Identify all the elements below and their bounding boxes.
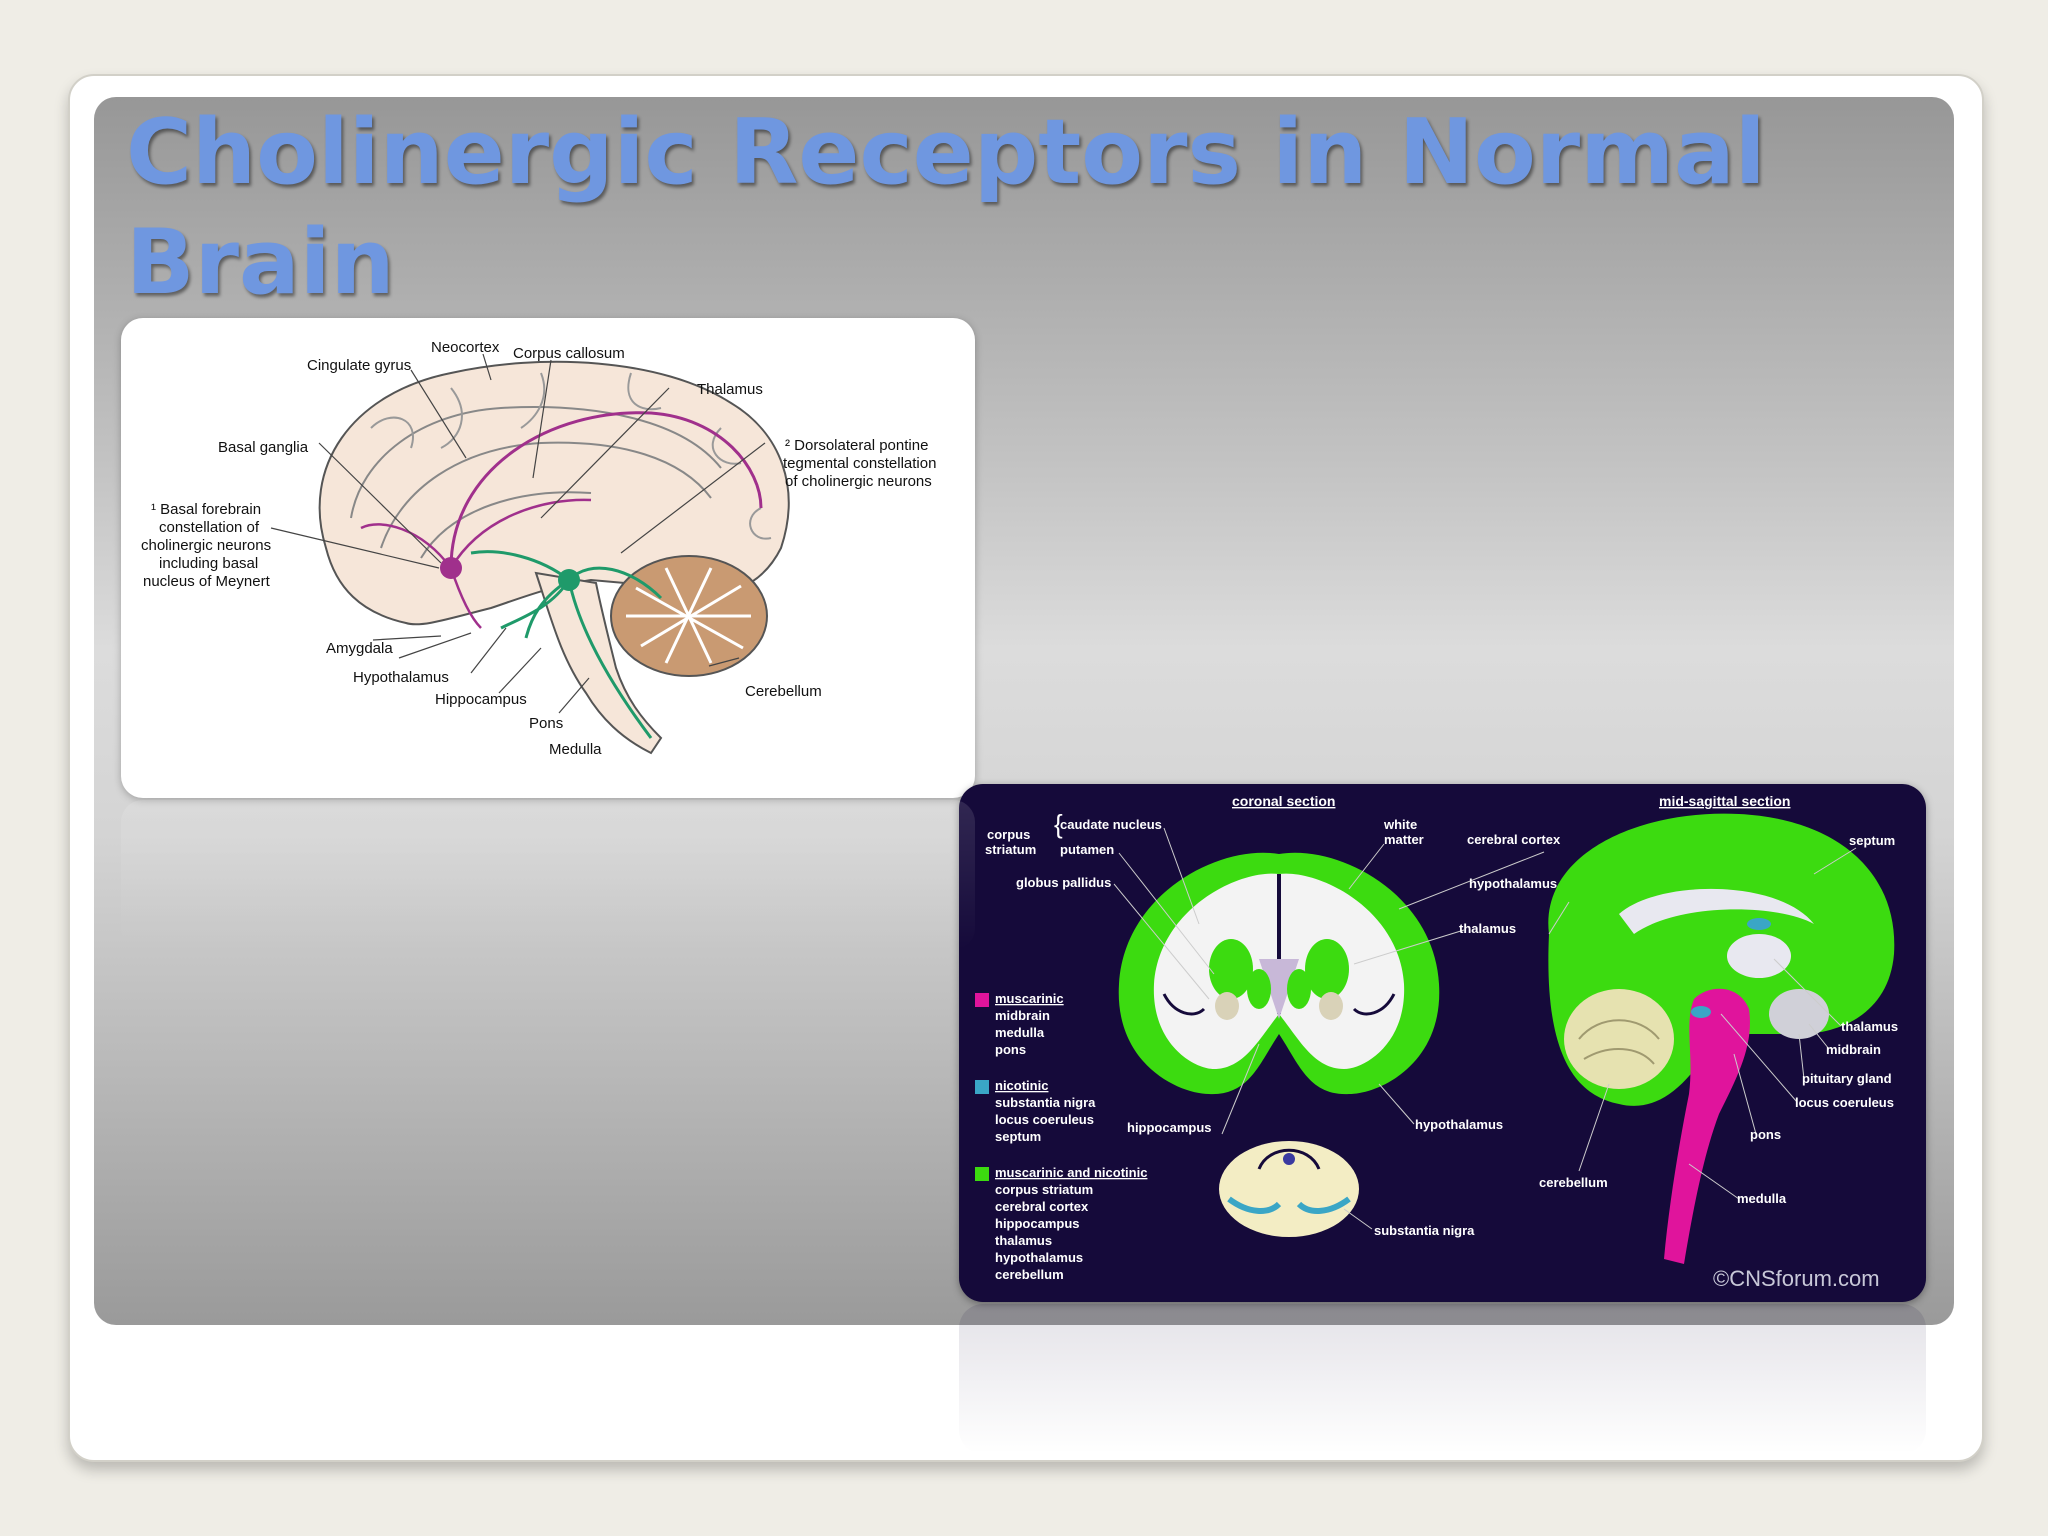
label-amygdala: Amygdala bbox=[326, 640, 393, 657]
label-hypothalamus-bottom: hypothalamus bbox=[1415, 1117, 1503, 1132]
legend-item: corpus striatum bbox=[995, 1182, 1093, 1197]
legend-item: thalamus bbox=[995, 1233, 1052, 1248]
heading-coronal: coronal section bbox=[1232, 793, 1335, 809]
label-pons: Pons bbox=[529, 715, 563, 732]
brain-pathway-diagram: Neocortex Corpus callosum Cingulate gyru… bbox=[121, 318, 975, 798]
label-corpus: corpus bbox=[987, 827, 1030, 842]
label-cerebellum-sagittal: cerebellum bbox=[1539, 1175, 1608, 1190]
legend-item: septum bbox=[995, 1129, 1041, 1144]
coronal-section-illustration bbox=[1118, 852, 1440, 1237]
label-corpus-callosum: Corpus callosum bbox=[513, 345, 625, 362]
label-medulla: Medulla bbox=[549, 741, 602, 758]
label-substantia-nigra: substantia nigra bbox=[1374, 1223, 1475, 1238]
label-cingulate-gyrus: Cingulate gyrus bbox=[307, 357, 411, 374]
sagittal-section-illustration bbox=[1548, 813, 1895, 1264]
pontine-nucleus bbox=[558, 569, 580, 591]
legend-item: midbrain bbox=[995, 1008, 1050, 1023]
label-pituitary: pituitary gland bbox=[1802, 1071, 1892, 1086]
receptor-distribution-diagram: coronal section mid-sagittal section bbox=[959, 784, 1926, 1302]
basal-forebrain-nucleus bbox=[440, 557, 462, 579]
label-thalamus-coronal: thalamus bbox=[1459, 921, 1516, 936]
label-basal-forebrain-5: nucleus of Meynert bbox=[143, 573, 271, 590]
legend-title-both: muscarinic and nicotinic bbox=[995, 1165, 1147, 1180]
label-neocortex: Neocortex bbox=[431, 339, 500, 356]
label-white-matter-1: white bbox=[1383, 817, 1417, 832]
legend-title-muscarinic: muscarinic bbox=[995, 991, 1064, 1006]
legend-swatch-nicotinic bbox=[975, 1080, 989, 1094]
legend-item: hypothalamus bbox=[995, 1250, 1083, 1265]
brace-icon: { bbox=[1054, 809, 1063, 839]
heading-sagittal: mid-sagittal section bbox=[1659, 793, 1790, 809]
label-putamen: putamen bbox=[1060, 842, 1114, 857]
label-dorsolateral-3: of cholinergic neurons bbox=[785, 473, 932, 490]
legend-item: cerebellum bbox=[995, 1267, 1064, 1282]
label-striatum: striatum bbox=[985, 842, 1036, 857]
label-hippocampus: hippocampus bbox=[1127, 1120, 1212, 1135]
credit-text: ©CNSforum.com bbox=[1713, 1266, 1880, 1291]
label-basal-forebrain-4: including basal bbox=[159, 555, 258, 572]
label-thalamus-sagittal: thalamus bbox=[1841, 1019, 1898, 1034]
label-hypothalamus: Hypothalamus bbox=[353, 669, 449, 686]
legend-item: pons bbox=[995, 1042, 1026, 1057]
label-locus: locus coeruleus bbox=[1795, 1095, 1894, 1110]
legend: muscarinic midbrain medulla pons nicotin… bbox=[975, 991, 1147, 1282]
label-cerebral-cortex: cerebral cortex bbox=[1467, 832, 1561, 847]
label-thalamus: Thalamus bbox=[697, 381, 763, 398]
label-hippocampus: Hippocampus bbox=[435, 691, 527, 708]
label-basal-forebrain-1: ¹ Basal forebrain bbox=[151, 501, 261, 518]
label-white-matter-2: matter bbox=[1384, 832, 1424, 847]
label-globus-pallidus: globus pallidus bbox=[1016, 875, 1111, 890]
label-cerebellum: Cerebellum bbox=[745, 683, 822, 700]
label-dorsolateral-1: ² Dorsolateral pontine bbox=[785, 437, 928, 454]
label-dorsolateral-2: tegmental constellation bbox=[783, 455, 936, 472]
label-midbrain: midbrain bbox=[1826, 1042, 1881, 1057]
slide-title: Cholinergic Receptors in Normal Brain bbox=[126, 100, 1766, 315]
label-basal-ganglia: Basal ganglia bbox=[218, 439, 309, 456]
label-basal-forebrain-2: constellation of bbox=[159, 519, 260, 536]
label-septum: septum bbox=[1849, 833, 1895, 848]
label-caudate: caudate nucleus bbox=[1060, 817, 1162, 832]
label-pons-sagittal: pons bbox=[1750, 1127, 1781, 1142]
label-hypothalamus-top: hypothalamus bbox=[1469, 876, 1557, 891]
legend-item: medulla bbox=[995, 1025, 1045, 1040]
legend-item: cerebral cortex bbox=[995, 1199, 1089, 1214]
label-basal-forebrain-3: cholinergic neurons bbox=[141, 537, 271, 554]
legend-swatch-both bbox=[975, 1167, 989, 1181]
legend-title-nicotinic: nicotinic bbox=[995, 1078, 1048, 1093]
legend-swatch-muscarinic bbox=[975, 993, 989, 1007]
legend-item: locus coeruleus bbox=[995, 1112, 1094, 1127]
legend-item: substantia nigra bbox=[995, 1095, 1096, 1110]
label-medulla-sagittal: medulla bbox=[1737, 1191, 1787, 1206]
legend-item: hippocampus bbox=[995, 1216, 1080, 1231]
